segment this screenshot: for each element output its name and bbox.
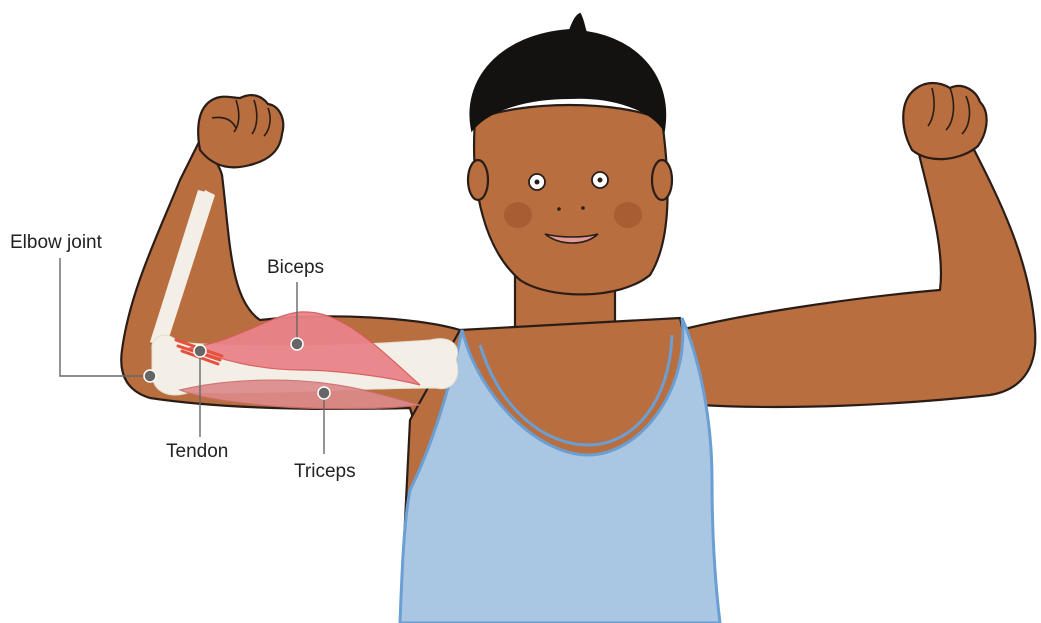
tendon-label: Tendon: [166, 441, 228, 462]
left-pupil: [535, 180, 540, 185]
biceps-label: Biceps: [267, 257, 324, 278]
nostril-right: [581, 206, 585, 210]
triceps-dot: [318, 387, 330, 399]
right-fist: [903, 83, 986, 159]
elbow-joint-label: Elbow joint: [10, 232, 103, 253]
right-ear: [652, 160, 672, 200]
right-arm: [680, 138, 1035, 407]
left-cheek: [504, 202, 532, 228]
tendon-dot: [194, 345, 206, 357]
head: [474, 105, 668, 294]
nostril-left: [557, 207, 561, 211]
left-ear: [468, 160, 488, 200]
left-fist: [198, 95, 283, 167]
elbow-joint-dot: [144, 370, 156, 382]
triceps-label: Triceps: [294, 461, 356, 482]
right-cheek: [614, 202, 642, 228]
biceps-dot: [291, 338, 303, 350]
right-pupil: [598, 178, 603, 183]
